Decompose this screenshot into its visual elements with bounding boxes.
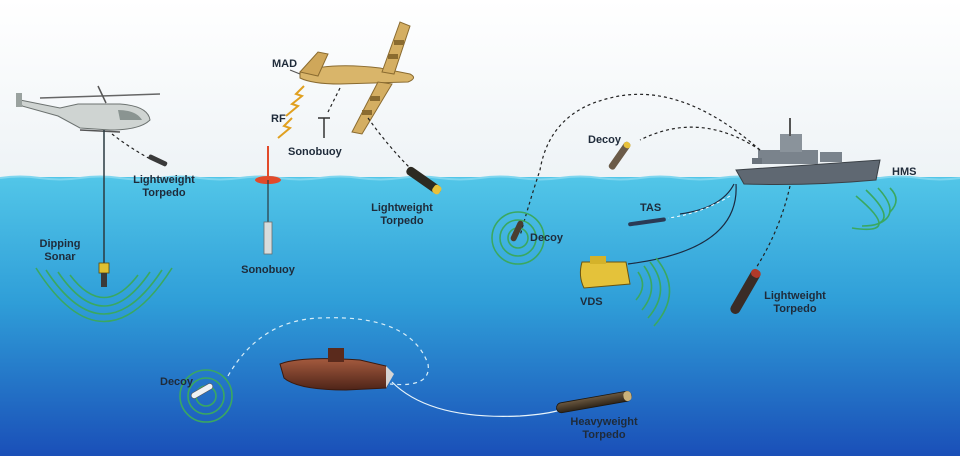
mad-boom: [289, 69, 301, 75]
label-dipping-sonar-line1: Dipping: [39, 238, 81, 250]
vds-towed-body-icon: [579, 256, 631, 289]
decoy-water-waves: [491, 211, 545, 265]
aircraft-torpedo-path: [367, 117, 411, 169]
label-sonobuoy-air: Sonobuoy: [288, 146, 342, 158]
label-tas: TAS: [640, 202, 662, 214]
label-lw-torpedo-heli: Lightweight Torpedo: [133, 174, 195, 200]
vds-cable: [627, 183, 737, 265]
hms-sonar-waves: [851, 187, 897, 231]
label-vds: VDS: [580, 296, 603, 308]
dipping-sonar-waves: [35, 267, 173, 323]
label-lw-torpedo-plane-line1: Lightweight: [371, 202, 433, 214]
tas-cable: [679, 183, 735, 215]
rf-signal-icon-2: [277, 117, 293, 139]
tas-dashed: [667, 195, 731, 219]
heavyweight-torpedo-icon: [556, 390, 632, 414]
sea: [0, 177, 960, 456]
lightweight-torpedo-plane-icon: [406, 166, 442, 195]
label-lw-torpedo-plane: Lightweight Torpedo: [371, 202, 433, 228]
submarine-evasion-path: [227, 317, 429, 386]
label-lw-torpedo-ship-line1: Lightweight: [764, 290, 826, 302]
ship-torpedo-path: [755, 185, 791, 269]
submarine-icon: [279, 348, 394, 391]
label-lw-torpedo-ship-line2: Torpedo: [773, 303, 817, 315]
label-lw-torpedo-ship: Lightweight Torpedo: [764, 290, 826, 316]
decoy-water-icon: [510, 220, 524, 242]
decoy-deep-waves: [179, 369, 233, 423]
label-sonobuoy-water: Sonobuoy: [241, 264, 295, 276]
heli-torpedo-path: [111, 133, 153, 161]
label-heavyweight-torpedo: Heavyweight Torpedo: [570, 416, 637, 442]
dipping-sonar-icon: [98, 262, 110, 287]
label-hms: HMS: [892, 166, 917, 178]
label-decoy-deep: Decoy: [160, 376, 194, 388]
label-decoy-air: Decoy: [588, 134, 622, 146]
decoy-air-icon: [608, 141, 631, 170]
label-dipping-sonar-line2: Sonar: [44, 251, 76, 263]
sonobuoy-air-icon: [318, 117, 330, 138]
frigate-icon: [735, 118, 881, 185]
maritime-patrol-aircraft-icon: [299, 21, 414, 135]
rf-signal-icon: [285, 85, 305, 117]
label-lw-torpedo-plane-line2: Torpedo: [380, 215, 424, 227]
sonobuoy-water-icon: [255, 146, 281, 255]
label-dipping-sonar: Dipping Sonar: [40, 238, 81, 264]
helicopter-icon: [16, 85, 161, 133]
torpedo-icon: [148, 154, 168, 167]
decoy-deep-icon: [190, 383, 214, 399]
heavyweight-torpedo-wire: [391, 381, 561, 417]
tas-array-icon: [628, 217, 666, 227]
label-heavyweight-torpedo-line2: Torpedo: [582, 429, 626, 441]
label-heavyweight-torpedo-line1: Heavyweight: [570, 416, 638, 428]
label-lw-torpedo-heli-line2: Torpedo: [142, 187, 186, 199]
vds-sonar-waves: [635, 257, 671, 327]
label-mad: MAD: [272, 58, 298, 70]
label-rf: RF: [271, 113, 286, 125]
aircraft-sonobuoy-path: [327, 87, 341, 113]
label-decoy-water: Decoy: [530, 232, 564, 244]
lightweight-torpedo-ship-icon: [730, 268, 761, 314]
label-lw-torpedo-heli-line1: Lightweight: [133, 174, 195, 186]
